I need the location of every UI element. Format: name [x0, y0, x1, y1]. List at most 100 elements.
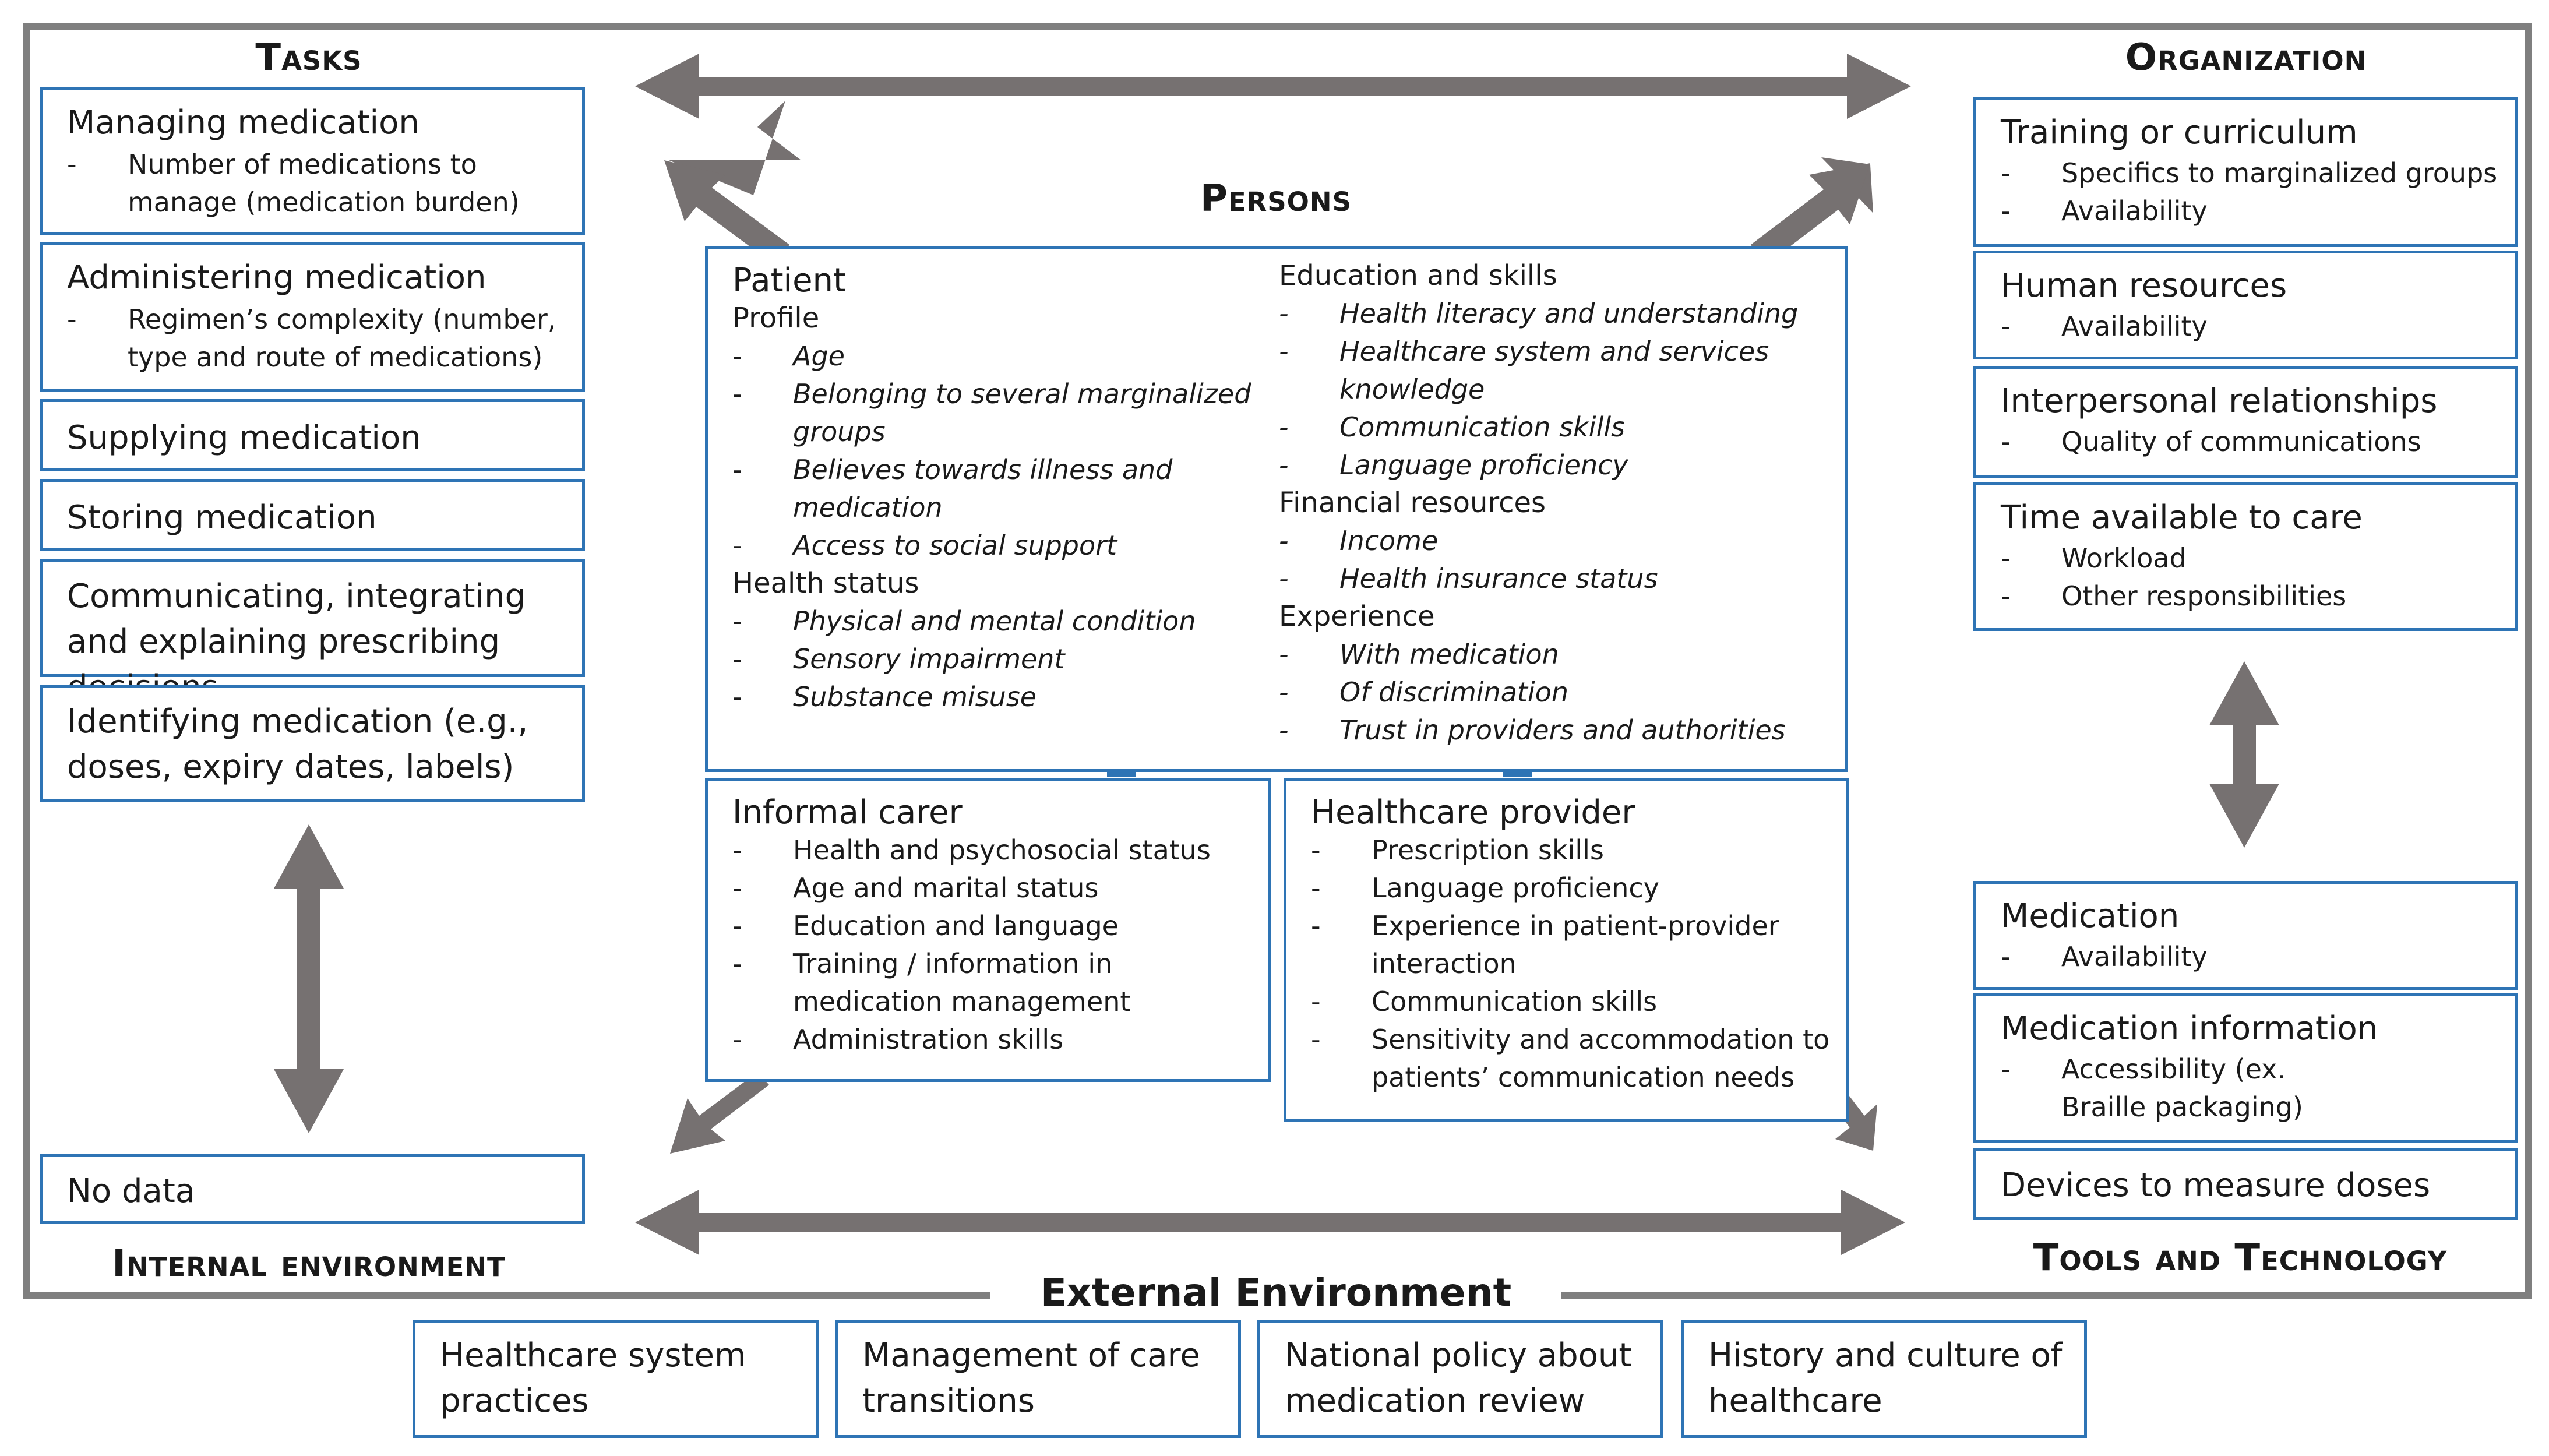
- patient-profile-label: Profile: [732, 302, 820, 334]
- carer-item: Education and language: [732, 907, 1257, 945]
- org-title: Time available to care: [2001, 499, 2363, 537]
- provider-item: Sensitivity and accommodation to patient…: [1311, 1021, 1835, 1097]
- heading-tasks: Tasks: [255, 36, 362, 79]
- tool-medication-information: Medication information Accessibility (ex…: [1973, 993, 2518, 1143]
- profile-item: Access to social support: [732, 527, 1257, 565]
- persons-informal-carer-box: Informal carer Health and psychosocial s…: [705, 778, 1271, 1082]
- task-supplying-medication: Supplying medication: [40, 399, 585, 471]
- patient-health-label: Health status: [732, 567, 919, 600]
- external-care-transitions: Management of care transitions: [835, 1320, 1241, 1438]
- persons-healthcare-provider-box: Healthcare provider Prescription skills …: [1284, 778, 1849, 1122]
- provider-title: Healthcare provider: [1311, 794, 1635, 831]
- tool-title: Medication information: [2001, 1010, 2378, 1048]
- internal-title: No data: [67, 1172, 196, 1210]
- task-identifying-medication: Identifying medication (e.g., doses, exp…: [40, 685, 585, 802]
- external-national-policy: National policy about medication review: [1257, 1320, 1663, 1438]
- patient-education-label: Education and skills: [1279, 259, 1557, 292]
- provider-item: Language proficiency: [1311, 869, 1835, 907]
- tool-item: Accessibility (ex. Braille packaging): [2001, 1050, 2327, 1126]
- right-vertical-arrow: [2209, 661, 2279, 848]
- org-title: Training or curriculum: [2001, 114, 2358, 151]
- org-title: Human resources: [2001, 267, 2287, 305]
- carer-list: Health and psychosocial status Age and m…: [732, 831, 1257, 1059]
- org-item: Specifics to marginalized groups: [2001, 154, 2497, 192]
- health-item: Sensory impairment: [732, 640, 1257, 678]
- task-managing-medication: Managing medication Number of medication…: [40, 87, 585, 235]
- heading-tools-technology: Tools and Technology: [2033, 1236, 2448, 1279]
- internal-no-data: No data: [40, 1154, 585, 1224]
- provider-list: Prescription skills Language proficiency…: [1311, 831, 1835, 1097]
- carer-item: Training / information in medication man…: [732, 945, 1154, 1021]
- patient-financial-list: Income Health insurance status: [1279, 522, 1832, 598]
- task-item: Number of medications to manage (medicat…: [67, 146, 562, 221]
- diagonal-arrow-top-left-shape: [664, 160, 789, 265]
- experience-item: With medication: [1279, 636, 1832, 674]
- tool-devices: Devices to measure doses: [1973, 1148, 2518, 1220]
- provider-item: Prescription skills: [1311, 831, 1835, 869]
- top-double-arrow: [635, 54, 1911, 119]
- system-frame: [23, 23, 2532, 1299]
- experience-item: Trust in providers and authorities: [1279, 711, 1832, 749]
- provider-item: Communication skills: [1311, 983, 1835, 1021]
- education-item: Communication skills: [1279, 408, 1832, 446]
- heading-persons: Persons: [1200, 177, 1352, 220]
- connector-left: [1107, 770, 1136, 777]
- health-item: Physical and mental condition: [732, 602, 1257, 640]
- org-item: Other responsibilities: [2001, 577, 2363, 615]
- carer-item: Administration skills: [732, 1021, 1257, 1059]
- org-title: Interpersonal relationships: [2001, 382, 2438, 420]
- patient-profile-list: Age Belonging to several marginalized gr…: [732, 337, 1257, 565]
- experience-item: Of discrimination: [1279, 674, 1832, 711]
- heading-external-environment: External Environment: [990, 1270, 1561, 1315]
- heading-organization: Organization: [2125, 36, 2367, 79]
- education-item: Health literacy and understanding: [1279, 295, 1832, 333]
- heading-internal-environment: Internal environment: [112, 1242, 506, 1285]
- task-storing-medication: Storing medication: [40, 479, 585, 551]
- task-title: Identifying medication (e.g., doses, exp…: [67, 703, 528, 786]
- org-item: Availability: [2001, 192, 2497, 230]
- external-title: Healthcare system practices: [440, 1337, 746, 1420]
- tool-medication: Medication Availability: [1973, 881, 2518, 990]
- provider-item: Experience in patient-provider interacti…: [1311, 907, 1791, 983]
- task-administering-medication: Administering medication Regimen’s compl…: [40, 242, 585, 392]
- org-training: Training or curriculum Specifics to marg…: [1973, 97, 2518, 247]
- task-title: Supplying medication: [67, 419, 421, 457]
- profile-item: Belonging to several marginalized groups: [732, 375, 1257, 451]
- patient-experience-label: Experience: [1279, 600, 1435, 633]
- patient-title: Patient: [732, 262, 846, 299]
- diagonal-arrow-top-right-shape: [1751, 163, 1870, 265]
- diagonal-arrow-bottom-left: [670, 1072, 769, 1154]
- profile-item: Age: [732, 337, 1257, 375]
- task-item: Regimen’s complexity (number, type and r…: [67, 301, 562, 376]
- bottom-double-arrow: [635, 1190, 1905, 1255]
- education-item: Healthcare system and services knowledge: [1279, 333, 1832, 408]
- patient-education-list: Health literacy and understanding Health…: [1279, 295, 1832, 484]
- org-interpersonal: Interpersonal relationships Quality of c…: [1973, 366, 2518, 478]
- tool-title: Devices to measure doses: [2001, 1166, 2431, 1204]
- task-title: Storing medication: [67, 499, 377, 537]
- profile-item: Believes towards illness and medication: [732, 451, 1257, 527]
- org-item: Availability: [2001, 308, 2287, 346]
- external-title: National policy about medication review: [1285, 1337, 1632, 1420]
- external-healthcare-practices: Healthcare system practices: [413, 1320, 819, 1438]
- tool-item: Availability: [2001, 938, 2208, 976]
- financial-item: Income: [1279, 522, 1832, 560]
- org-time-available: Time available to care Workload Other re…: [1973, 482, 2518, 631]
- external-title: History and culture of healthcare: [1708, 1337, 2063, 1420]
- patient-experience-list: With medication Of discrimination Trust …: [1279, 636, 1832, 749]
- patient-financial-label: Financial resources: [1279, 486, 1546, 519]
- patient-health-list: Physical and mental condition Sensory im…: [732, 602, 1257, 716]
- education-item: Language proficiency: [1279, 446, 1832, 484]
- left-vertical-arrow: [274, 824, 344, 1133]
- task-title: Managing medication: [67, 104, 419, 142]
- org-human-resources: Human resources Availability: [1973, 251, 2518, 359]
- carer-title: Informal carer: [732, 794, 963, 831]
- org-item: Quality of communications: [2001, 423, 2437, 461]
- financial-item: Health insurance status: [1279, 560, 1832, 598]
- task-title: Administering medication: [67, 259, 486, 297]
- carer-item: Age and marital status: [732, 869, 1257, 907]
- org-item: Workload: [2001, 540, 2363, 577]
- task-communicating: Communicating, integrating and explainin…: [40, 559, 585, 706]
- external-title: Management of care transitions: [862, 1337, 1200, 1420]
- health-item: Substance misuse: [732, 678, 1257, 716]
